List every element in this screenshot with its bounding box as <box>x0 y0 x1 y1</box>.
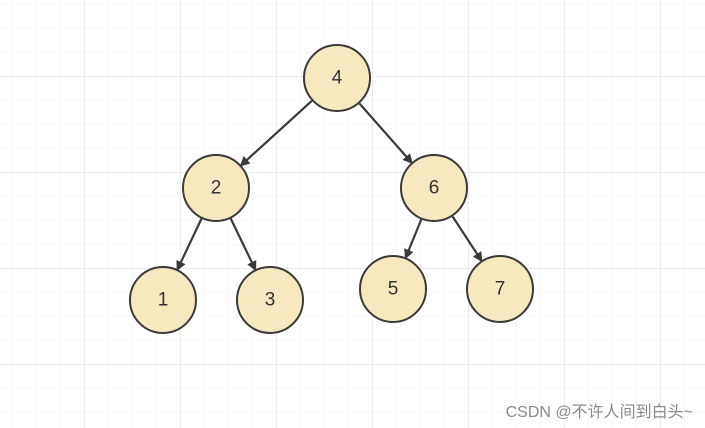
node-label: 4 <box>332 68 343 89</box>
node-circle <box>466 255 534 323</box>
edge-n4-n2 <box>239 100 313 167</box>
tree-node-2: 2 <box>182 154 250 222</box>
edge-n6-n7 <box>451 215 483 263</box>
tree-node-7: 7 <box>466 255 534 323</box>
watermark: CSDN @不许人间到白头~ <box>505 404 693 421</box>
node-circle <box>400 154 468 222</box>
node-label: 5 <box>388 279 399 300</box>
tree-node-1: 1 <box>129 266 197 334</box>
edge-n2-n1 <box>176 218 203 272</box>
node-label: 2 <box>211 178 222 199</box>
edge-n2-n3 <box>229 218 257 272</box>
tree-node-4: 4 <box>303 44 371 112</box>
tree-node-5: 5 <box>359 255 427 323</box>
edges <box>176 100 483 272</box>
node-label: 7 <box>495 279 506 300</box>
node-circle <box>303 44 371 112</box>
edge-n4-n6 <box>358 102 413 164</box>
node-circle <box>236 266 304 334</box>
node-circle <box>182 154 250 222</box>
node-label: 6 <box>429 178 440 199</box>
nodes: 4 2 6 1 3 5 7 <box>129 44 534 334</box>
node-label: 3 <box>265 290 276 311</box>
edge-n6-n5 <box>404 219 423 260</box>
tree-node-3: 3 <box>236 266 304 334</box>
node-circle <box>359 255 427 323</box>
tree-node-6: 6 <box>400 154 468 222</box>
node-label: 1 <box>158 290 169 311</box>
node-circle <box>129 266 197 334</box>
